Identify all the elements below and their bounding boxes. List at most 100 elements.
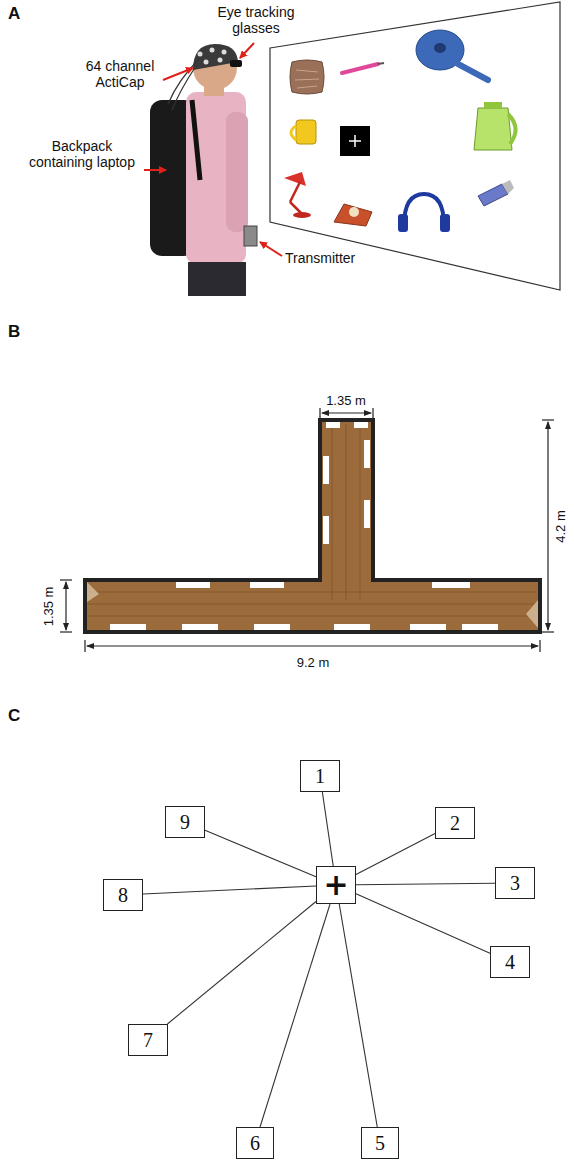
drawn-line — [372, 408, 373, 418]
target-box: 9 — [165, 806, 205, 838]
drawn-line — [458, 64, 488, 80]
position-number: 4 — [505, 952, 515, 972]
drawn-rect — [296, 120, 316, 144]
dimension-label: 1.35 m — [43, 586, 58, 626]
kettle-icon — [474, 102, 516, 150]
drawn-line — [87, 645, 538, 646]
drawn-polygon — [270, 2, 560, 290]
stimulus-screen — [270, 2, 560, 290]
position-number: 6 — [250, 1133, 260, 1153]
drawn-path — [508, 114, 516, 144]
callout-label: 64 channel ActiCap — [80, 58, 160, 90]
drawn-line — [60, 579, 72, 580]
drawn-line — [88, 592, 537, 593]
drawn-line — [84, 640, 85, 652]
drawn-path — [334, 204, 372, 226]
drawn-rect — [364, 440, 370, 468]
fixation-cross: + — [323, 870, 348, 900]
connector-line — [205, 830, 316, 876]
drawn-line — [60, 631, 72, 632]
drawn-line — [144, 169, 166, 171]
drawn-path — [284, 172, 306, 186]
callout-label: Transmitter — [285, 250, 355, 266]
drawn-circle — [198, 52, 203, 57]
drawn-line — [346, 424, 347, 600]
drawn-ellipse — [434, 43, 446, 53]
dimension-lines — [60, 408, 554, 652]
drawn-path — [291, 126, 296, 140]
drawn-ellipse — [293, 212, 311, 218]
drawn-line — [260, 242, 282, 256]
drawn-rect — [176, 582, 210, 588]
position-number: 5 — [375, 1133, 385, 1153]
drawn-rect — [354, 422, 368, 428]
lamp-icon — [284, 172, 311, 218]
drawn-path — [168, 58, 200, 110]
drawn-circle — [204, 60, 209, 65]
dimension-label: 9.2 m — [297, 656, 330, 671]
target-box: 3 — [495, 867, 535, 899]
drawn-g — [88, 424, 537, 616]
drawn-path — [502, 180, 514, 194]
drawn-rect — [230, 60, 242, 67]
pen-icon — [342, 63, 384, 73]
drawn-line — [290, 182, 300, 202]
position-number: 3 — [510, 873, 520, 893]
callout-label: Eye tracking glasses — [210, 4, 302, 36]
drawn-rect — [188, 262, 246, 296]
drawn-line — [88, 616, 537, 617]
drawn-circle — [349, 207, 359, 217]
drawn-circle — [210, 48, 215, 53]
fixation-box: + — [316, 866, 356, 904]
connector-line — [356, 894, 490, 953]
drawn-line — [332, 424, 333, 600]
drawn-line — [539, 640, 540, 652]
connector-line — [356, 883, 495, 885]
drawn-rect — [226, 112, 248, 232]
drawn-line — [349, 140, 361, 142]
drawn-line — [542, 631, 554, 632]
drawn-path — [295, 70, 319, 88]
target-box: 7 — [128, 1024, 168, 1056]
drawn-circle — [222, 50, 227, 55]
drawn-line — [378, 63, 384, 64]
position-number: 9 — [180, 812, 190, 832]
pot-icon — [416, 30, 488, 80]
connector-line — [167, 901, 316, 1024]
drawn-rect — [323, 456, 329, 484]
drawn-line — [360, 424, 361, 600]
drawn-rect — [398, 214, 408, 232]
drawn-line — [240, 43, 254, 58]
cushion-icon — [290, 60, 324, 94]
drawn-line — [88, 604, 537, 605]
drawn-rect — [410, 624, 446, 630]
drawn-g — [110, 422, 498, 630]
headphones-icon — [398, 194, 450, 232]
drawn-rect — [110, 624, 146, 630]
position-number: 2 — [450, 813, 460, 833]
drawn-line — [547, 422, 548, 630]
connector-line — [260, 904, 330, 1127]
connector-line — [356, 833, 435, 874]
drawn-line — [319, 408, 320, 418]
drawn-rect — [432, 582, 470, 588]
drawn-path — [474, 108, 512, 150]
drawn-rect — [484, 102, 502, 108]
callout-arrows — [144, 43, 282, 256]
person-illustration — [150, 44, 257, 296]
target-box: 2 — [435, 807, 475, 839]
mug-icon — [291, 120, 316, 144]
floor-plan — [85, 420, 540, 632]
drawn-rect — [244, 226, 257, 246]
drawn-line — [542, 419, 554, 420]
connector-line — [143, 886, 316, 894]
panel-letter: A — [8, 4, 20, 24]
drawn-circle — [218, 58, 223, 63]
drawn-rect — [323, 516, 329, 544]
drawn-rect — [462, 624, 498, 630]
drawn-rect — [254, 624, 290, 630]
drawn-path — [87, 582, 538, 628]
